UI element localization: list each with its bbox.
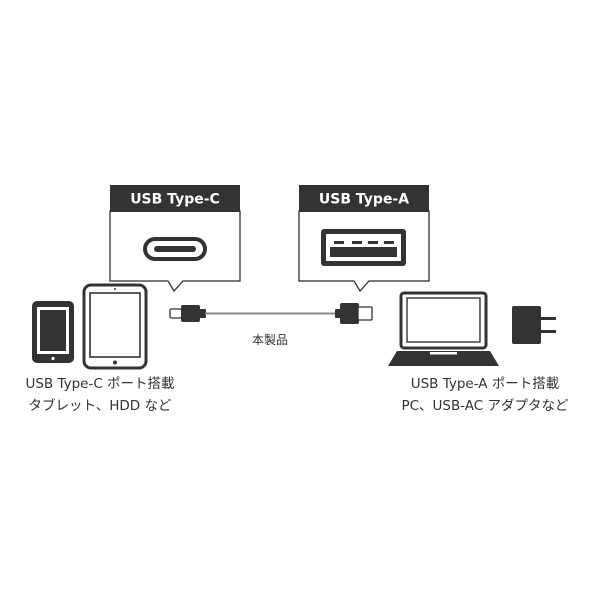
type-c-callout-header (110, 185, 240, 212)
laptop-icon (388, 291, 499, 366)
ac-adapter-icon (512, 306, 556, 344)
type-c-callout: USB Type-C (109, 185, 241, 293)
left-devices-caption: USB Type-C ポート搭載 タブレット、HDD など (0, 373, 200, 417)
right-caption-line1: USB Type-A ポート搭載 (410, 376, 560, 392)
type-a-callout-header (299, 185, 429, 212)
usb-c-port-icon (143, 237, 207, 261)
right-devices-caption: USB Type-A ポート搭載 PC、USB-AC アダプタなど (372, 373, 598, 417)
type-c-callout-pointer (167, 280, 184, 293)
cable-product-label: 本製品 (251, 333, 288, 347)
type-a-callout-pointer (353, 280, 370, 293)
tablet-icon (82, 283, 148, 370)
hdd-tablet-icon (32, 301, 74, 363)
usb-a-port-icon (321, 229, 406, 266)
type-c-plug-icon (169, 305, 206, 322)
type-a-plug-icon (335, 303, 373, 324)
left-caption-line1: USB Type-C ポート搭載 (25, 376, 175, 392)
right-caption-line2: PC、USB-AC アダプタなど (401, 398, 569, 414)
type-a-callout: USB Type-A (298, 185, 430, 293)
usb-cable (169, 303, 373, 324)
type-a-callout-title: USB Type-A (319, 192, 409, 208)
type-c-callout-title: USB Type-C (130, 192, 220, 208)
left-caption-line2: タブレット、HDD など (28, 398, 172, 414)
type-c-callout-pointer-fill (168, 280, 183, 291)
type-a-callout-pointer-fill (354, 280, 369, 291)
